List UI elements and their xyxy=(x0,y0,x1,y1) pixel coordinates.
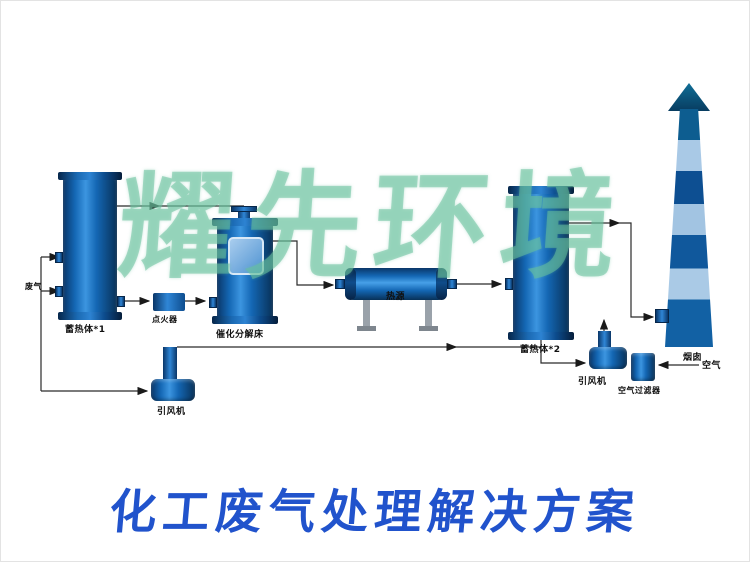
vessel2-bottom-flange xyxy=(508,332,574,340)
chimney-inlet-nozzle xyxy=(655,309,669,323)
heat-source-leg-right xyxy=(425,300,432,328)
heat-storage-vessel-2 xyxy=(508,186,574,340)
vessel2-top-flange xyxy=(508,186,574,194)
vessel2-inlet-nozzle xyxy=(505,278,513,290)
catalytic-bed-top-cap xyxy=(212,218,278,226)
vessel1-bottom-flange xyxy=(58,312,122,320)
vessel1-outlet-nozzle xyxy=(117,296,125,307)
flow-line-group xyxy=(40,201,699,396)
fan1-label: 引风机 xyxy=(157,407,186,417)
catalytic-bed-inlet-nozzle xyxy=(209,297,217,308)
waste-gas-label: 废气 xyxy=(25,282,42,291)
chimney-label: 烟囱 xyxy=(683,353,703,363)
heat-storage-vessel-1 xyxy=(58,172,122,320)
heat-source-foot-right xyxy=(419,326,438,331)
heat-source-left-nozzle xyxy=(335,279,345,289)
air-filter-box xyxy=(631,353,655,381)
vessel1-inlet-nozzle-upper xyxy=(55,252,63,263)
catalytic-bed-bottom-cap xyxy=(212,316,278,324)
heat-source-foot-left xyxy=(357,326,376,331)
igniter-label: 点火器 xyxy=(152,315,178,324)
induced-draft-fan-2 xyxy=(589,347,627,369)
heat-source-leg-left xyxy=(363,300,370,328)
heat-source-label: 热源 xyxy=(386,292,406,302)
air-filter-label: 空气过滤器 xyxy=(618,386,661,395)
vessel2-label: 蓄热体*2 xyxy=(520,345,561,355)
heat-source-right-cap xyxy=(436,268,447,300)
catalytic-bed-top-pipe xyxy=(238,212,250,222)
air-label: 空气 xyxy=(702,361,722,371)
igniter-box xyxy=(153,293,185,311)
vessel1-label: 蓄热体*1 xyxy=(65,325,106,335)
fan1-outlet-pipe xyxy=(163,347,177,381)
catalytic-bed-label: 催化分解床 xyxy=(216,330,264,340)
vessel1-inlet-nozzle-lower xyxy=(55,286,63,297)
catalytic-bed-window xyxy=(228,237,264,275)
fan2-label: 引风机 xyxy=(578,377,607,387)
heat-source-cylinder xyxy=(345,268,447,300)
vessel1-top-flange xyxy=(58,172,122,180)
heat-source-left-cap xyxy=(345,268,356,300)
heat-source-right-nozzle xyxy=(447,279,457,289)
catalytic-bed-vessel xyxy=(212,218,278,324)
induced-draft-fan-1 xyxy=(151,379,195,401)
catalytic-bed-top-flange xyxy=(231,206,257,212)
page-title: 化工废气处理解决方案 xyxy=(107,485,642,540)
fan2-outlet-pipe xyxy=(598,331,611,349)
